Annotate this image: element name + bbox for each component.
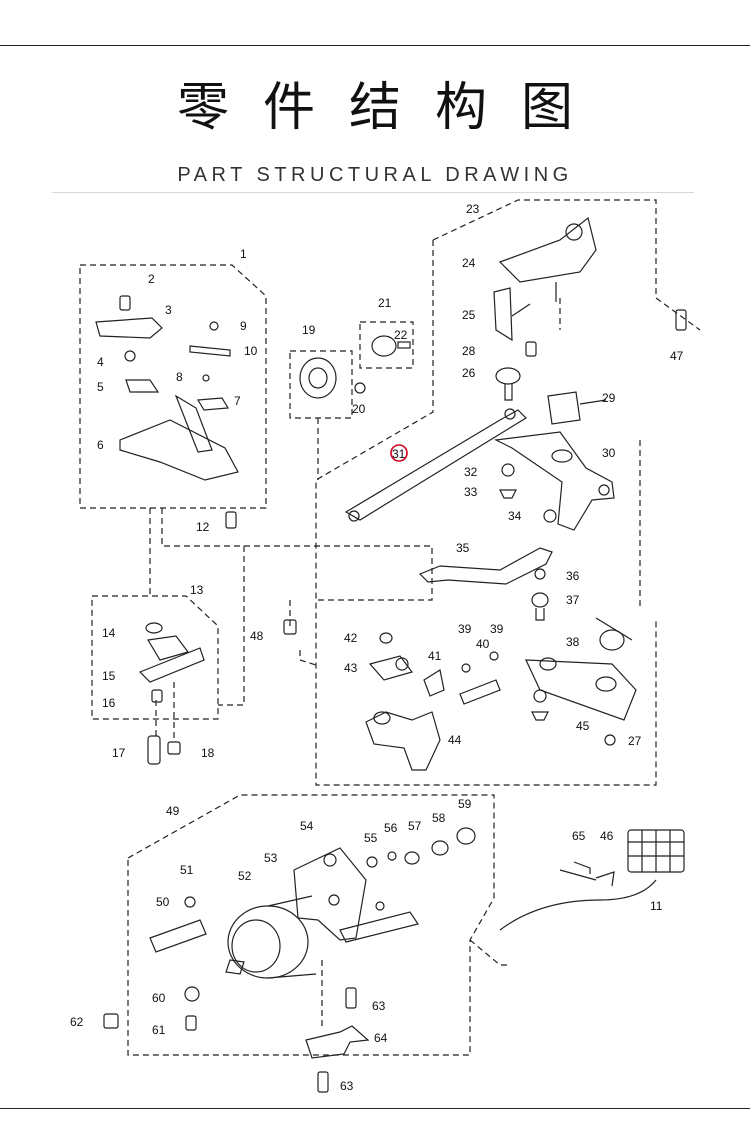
callout-46: 46: [600, 829, 614, 843]
callout-21: 21: [378, 296, 392, 310]
callout-34: 34: [508, 509, 522, 523]
callout-35: 35: [456, 541, 470, 555]
callout-18: 18: [201, 746, 215, 760]
callout-5: 5: [97, 380, 104, 394]
callout-62: 62: [70, 1015, 84, 1029]
callout-60: 60: [152, 991, 166, 1005]
callout-44: 44: [448, 733, 462, 747]
link-31: [344, 409, 527, 521]
callout-57: 57: [408, 819, 422, 833]
callout-4: 4: [97, 355, 104, 369]
callout-40: 40: [476, 637, 490, 651]
page-title: 零件结构图: [176, 78, 607, 138]
callout-30: 30: [602, 446, 616, 460]
callout-39b: 39: [490, 622, 504, 636]
top-divider: [0, 45, 750, 46]
group-1-parts: [95, 295, 239, 529]
callout-6: 6: [97, 438, 104, 452]
connector-lines-e: [559, 298, 641, 610]
subtitle-divider: [52, 192, 694, 193]
callout-63a: 63: [372, 999, 386, 1013]
bottom-divider: [0, 1108, 750, 1109]
callout-47: 47: [670, 349, 684, 363]
callout-22: 22: [394, 328, 408, 342]
callout-36: 36: [566, 569, 580, 583]
callout-43: 43: [344, 661, 358, 675]
group-23-outline: [315, 199, 657, 786]
connector-lines-a: [149, 508, 433, 601]
callout-15: 15: [102, 669, 116, 683]
callout-11: 11: [650, 899, 663, 913]
callout-1: 1: [240, 247, 247, 261]
callout-45: 45: [576, 719, 590, 733]
callout-19: 19: [302, 323, 316, 337]
callout-38: 38: [566, 635, 580, 649]
callout-9: 9: [240, 319, 247, 333]
callout-53: 53: [264, 851, 278, 865]
callout-64: 64: [374, 1031, 388, 1045]
group-19-21-parts: [299, 335, 411, 399]
link-35: [418, 547, 553, 585]
callout-2: 2: [148, 272, 155, 286]
connector-lines-g: [155, 682, 175, 740]
callout-7: 7: [234, 394, 241, 408]
callout-48: 48: [250, 629, 264, 643]
callout-50: 50: [156, 895, 170, 909]
callout-20: 20: [352, 402, 366, 416]
callout-41: 41: [428, 649, 442, 663]
callout-51: 51: [180, 863, 194, 877]
callout-32: 32: [464, 465, 478, 479]
callout-labels: 1 2 3 4 5 6 7 8 9 10 11 12 13 14 15 16 1…: [70, 202, 684, 1093]
callout-14: 14: [102, 626, 116, 640]
callout-63b: 63: [340, 1079, 354, 1093]
callout-54: 54: [300, 819, 314, 833]
group-21-outline: [359, 321, 414, 369]
callout-56: 56: [384, 821, 398, 835]
connector-lines-d: [469, 297, 701, 966]
callout-58: 58: [432, 811, 446, 825]
callout-3: 3: [165, 303, 172, 317]
callout-39a: 39: [458, 622, 472, 636]
callout-59: 59: [458, 797, 472, 811]
callout-31: 31: [392, 447, 406, 461]
callout-24: 24: [462, 256, 476, 270]
callout-23: 23: [466, 202, 480, 216]
callout-28: 28: [462, 344, 476, 358]
callout-13: 13: [190, 583, 204, 597]
callout-52: 52: [238, 869, 252, 883]
group-13-parts: [138, 622, 205, 765]
callout-42: 42: [344, 631, 358, 645]
group-49-parts: [103, 827, 685, 1093]
group-1-outline: [79, 264, 267, 509]
highlight-31-circle: [390, 444, 408, 462]
callout-27: 27: [628, 734, 642, 748]
page-subtitle: PART STRUCTURAL DRAWING: [177, 164, 573, 186]
callout-61: 61: [152, 1023, 166, 1037]
connector-lines-b: [218, 546, 291, 706]
callout-65: 65: [572, 829, 586, 843]
group-23-parts: [283, 216, 687, 771]
callout-55: 55: [364, 831, 378, 845]
callout-16: 16: [102, 696, 116, 710]
callout-29: 29: [602, 391, 616, 405]
connector-lines-c: [299, 418, 319, 666]
assembly-outlines: [79, 199, 701, 1056]
callout-8: 8: [176, 370, 183, 384]
callout-49: 49: [166, 804, 180, 818]
callout-37: 37: [566, 593, 580, 607]
callout-33: 33: [464, 485, 478, 499]
group-13-outline: [91, 595, 219, 720]
group-49-outline: [127, 794, 495, 1056]
callout-26: 26: [462, 366, 476, 380]
callout-17: 17: [112, 746, 126, 760]
callout-10: 10: [244, 344, 258, 358]
group-19-outline: [289, 350, 353, 419]
callout-12: 12: [196, 520, 210, 534]
callout-25: 25: [462, 308, 476, 322]
